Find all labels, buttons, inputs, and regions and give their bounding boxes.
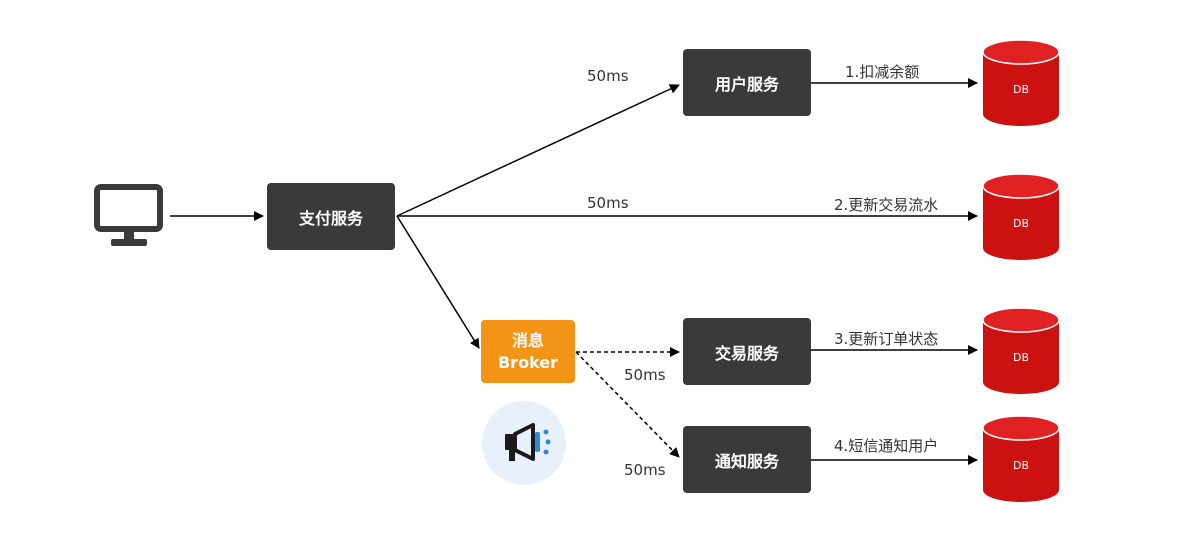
latency-label-db2: 50ms bbox=[587, 194, 629, 212]
notify-service-node: 通知服务 bbox=[683, 426, 811, 493]
database-4: DB bbox=[981, 414, 1061, 504]
megaphone-icon bbox=[481, 400, 567, 490]
step-label-4: 4.短信通知用户 bbox=[834, 437, 939, 455]
message-broker-node: 消息 Broker bbox=[481, 320, 575, 383]
latency-label-trade: 50ms bbox=[624, 366, 666, 384]
arrow-pay-to-broker bbox=[396, 215, 480, 349]
database-label: DB bbox=[1012, 459, 1030, 472]
user-service-node: 用户服务 bbox=[683, 49, 811, 116]
database-label: DB bbox=[1012, 351, 1030, 364]
broker-label-line1: 消息 bbox=[511, 330, 544, 350]
arrow-pay-to-user bbox=[396, 84, 680, 217]
pay-service-label: 支付服务 bbox=[298, 208, 363, 228]
database-3: DB bbox=[981, 306, 1061, 396]
database-label: DB bbox=[1012, 217, 1030, 230]
database-icon bbox=[982, 307, 1060, 394]
latency-label-user: 50ms bbox=[587, 67, 629, 85]
monitor-icon bbox=[94, 184, 164, 252]
database-label: DB bbox=[1012, 83, 1030, 96]
pay-service-node: 支付服务 bbox=[267, 183, 395, 250]
user-service-label: 用户服务 bbox=[714, 74, 779, 94]
database-2: DB bbox=[981, 172, 1061, 262]
step-label-2: 2.更新交易流水 bbox=[834, 196, 939, 214]
broker-label-line2: Broker bbox=[497, 352, 559, 372]
database-1: DB bbox=[981, 38, 1061, 128]
latency-label-notify: 50ms bbox=[624, 461, 666, 479]
step-label-3: 3.更新订单状态 bbox=[834, 330, 939, 348]
database-icon bbox=[982, 39, 1060, 126]
database-icon bbox=[982, 173, 1060, 260]
database-icon bbox=[982, 415, 1060, 502]
arrow-broker-to-notify bbox=[575, 351, 680, 458]
step-label-1: 1.扣减余额 bbox=[845, 63, 920, 81]
trade-service-node: 交易服务 bbox=[683, 318, 811, 385]
notify-service-label: 通知服务 bbox=[714, 451, 779, 471]
trade-service-label: 交易服务 bbox=[714, 343, 779, 363]
